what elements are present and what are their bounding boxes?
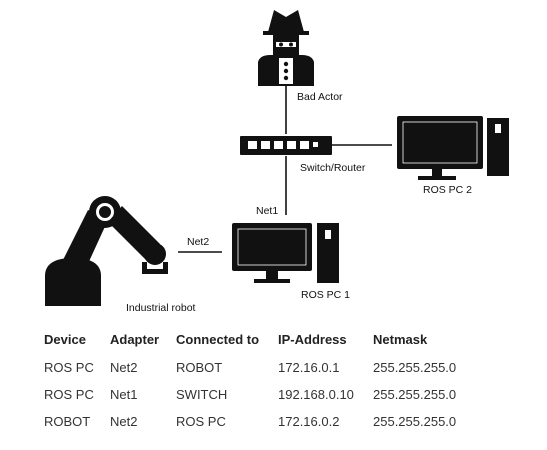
- label-switch-router: Switch/Router: [300, 162, 366, 174]
- bad-actor-icon: [258, 10, 314, 86]
- cell-adapter: Net2: [110, 360, 138, 375]
- cell-device: ROS PC: [44, 387, 94, 402]
- table-row: ROBOT Net2 ROS PC 172.16.0.2 255.255.255…: [44, 414, 473, 441]
- cell-ip-address: 192.168.0.10: [278, 387, 354, 402]
- network-diagram: [45, 10, 509, 306]
- header-connected-to: Connected to: [176, 332, 260, 347]
- label-ros-pc-2: ROS PC 2: [423, 184, 473, 196]
- cell-ip-address: 172.16.0.1: [278, 360, 340, 375]
- label-net2: Net2: [187, 236, 210, 248]
- cell-connected-to: SWITCH: [176, 387, 228, 402]
- cell-netmask: 255.255.255.0: [373, 414, 457, 429]
- cell-netmask: 255.255.255.0: [373, 387, 457, 402]
- label-ros-pc-1: ROS PC 1: [301, 289, 351, 301]
- cell-adapter: Net1: [110, 387, 138, 402]
- label-net1: Net1: [256, 205, 279, 217]
- connection-lines: [178, 86, 392, 253]
- cell-ip-address: 172.16.0.2: [278, 414, 340, 429]
- table-row: ROS PC Net2 ROBOT 172.16.0.1 255.255.255…: [44, 360, 473, 387]
- header-netmask: Netmask: [373, 332, 428, 347]
- cell-connected-to: ROBOT: [176, 360, 223, 375]
- ros-pc-1-computer-icon: [232, 223, 339, 283]
- label-bad-actor: Bad Actor: [297, 91, 343, 103]
- label-industrial-robot: Industrial robot: [126, 302, 196, 314]
- header-adapter: Adapter: [110, 332, 160, 347]
- cell-device: ROBOT: [44, 414, 91, 429]
- switch-router-icon: [240, 136, 332, 155]
- table-row: ROS PC Net1 SWITCH 192.168.0.10 255.255.…: [44, 387, 473, 414]
- cell-connected-to: ROS PC: [176, 414, 226, 429]
- cell-netmask: 255.255.255.0: [373, 360, 457, 375]
- ros-pc-2-computer-icon: [397, 116, 509, 180]
- industrial-robot-icon: [45, 196, 168, 306]
- cell-device: ROS PC: [44, 360, 94, 375]
- header-ip-address: IP-Address: [278, 332, 347, 347]
- network-table: Device Adapter Connected to IP-Address N…: [44, 332, 473, 441]
- cell-adapter: Net2: [110, 414, 138, 429]
- table-header-row: Device Adapter Connected to IP-Address N…: [44, 332, 473, 360]
- header-device: Device: [44, 332, 86, 347]
